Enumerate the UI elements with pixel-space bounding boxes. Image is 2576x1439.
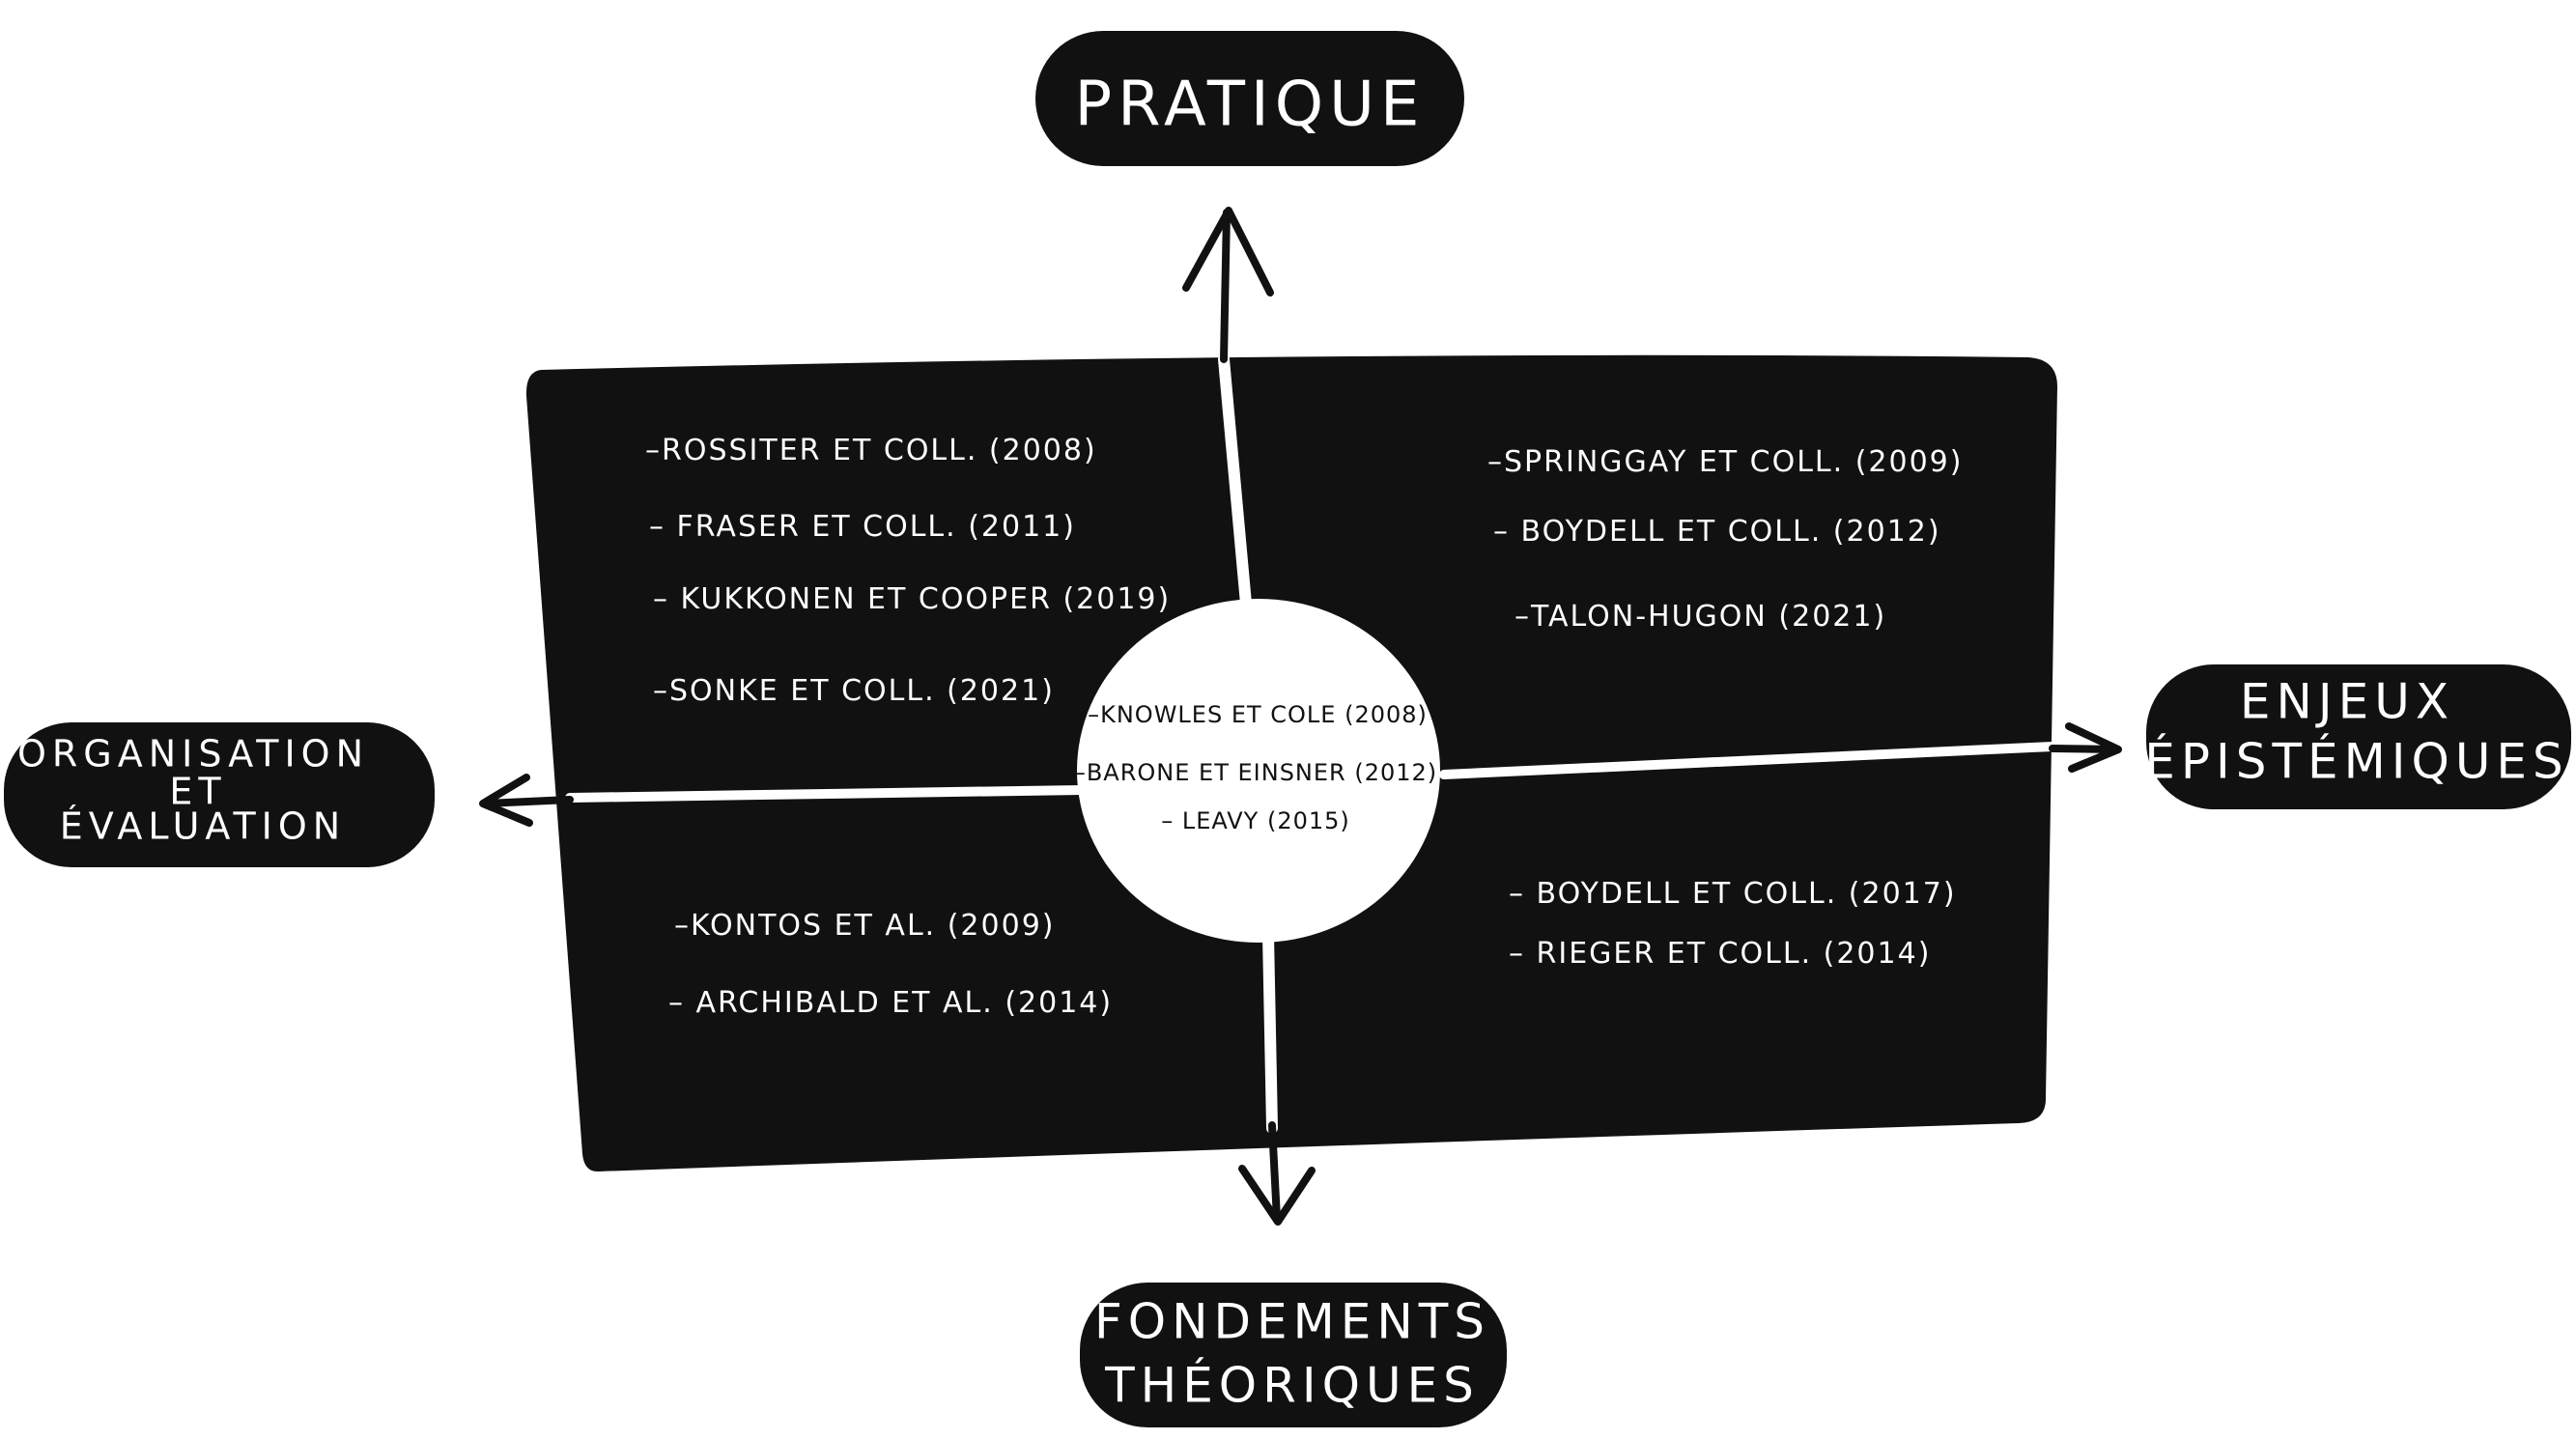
horizontal-divider-right: [1439, 742, 2057, 779]
reference-item: –KONTOS ET AL. (2009): [674, 909, 1056, 943]
quadrant-bottom-left: –KONTOS ET AL. (2009) – ARCHIBALD ET AL.…: [668, 909, 1113, 1020]
arrow-left-icon: [479, 774, 574, 827]
axis-top-label: PRATIQUE: [1075, 70, 1426, 141]
center-reference-item: –KNOWLES ET COLE (2008): [1088, 701, 1428, 728]
horizontal-divider-left: [565, 785, 1087, 803]
axis-left-label-line2: ET: [169, 771, 226, 813]
axis-bottom-label-line1: FONDEMENTS: [1094, 1294, 1490, 1350]
quadrant-bottom-right: – BOYDELL ET COLL. (2017) – RIEGER ET CO…: [1509, 877, 1957, 971]
reference-item: –TALON-HUGON (2021): [1514, 600, 1886, 634]
quadrant-top-left: –ROSSITER ET COLL. (2008) – FRASER ET CO…: [645, 434, 1171, 708]
reference-item: – ARCHIBALD ET AL. (2014): [668, 986, 1113, 1020]
center-reference-item: –BARONE ET EINSNER (2012): [1074, 759, 1437, 786]
center-references: –KNOWLES ET COLE (2008) –BARONE ET EINSN…: [1074, 701, 1437, 834]
reference-item: –SPRINGGAY ET COLL. (2009): [1487, 445, 1963, 479]
center-circle: [1077, 599, 1440, 943]
arrow-down-icon: [1238, 1121, 1316, 1226]
axis-bottom-label-line2: THÉORIQUES: [1104, 1357, 1480, 1414]
reference-item: – BOYDELL ET COLL. (2017): [1509, 877, 1957, 911]
vertical-divider-lower: [1262, 929, 1278, 1134]
reference-item: – BOYDELL ET COLL. (2012): [1493, 515, 1941, 549]
reference-item: – FRASER ET COLL. (2011): [649, 510, 1076, 544]
axis-right-label-line2: ÉPISTÉMIQUES: [2144, 733, 2569, 790]
axis-bottom-pill: FONDEMENTS THÉORIQUES: [1080, 1283, 1507, 1427]
axis-right-pill: ENJEUX ÉPISTÉMIQUES: [2144, 664, 2571, 809]
axis-left-label-line3: ÉVALUATION: [60, 805, 346, 848]
reference-item: –SONKE ET COLL. (2021): [653, 674, 1055, 708]
reference-item: – KUKKONEN ET COOPER (2019): [653, 582, 1171, 616]
axis-right-label-line1: ENJEUX: [2240, 674, 2454, 730]
vertical-divider-upper: [1218, 353, 1252, 609]
arrow-right-icon: [2049, 722, 2122, 773]
axis-left-pill: ORGANISATION ET ÉVALUATION: [4, 722, 435, 867]
axis-top-pill: PRATIQUE: [1035, 31, 1464, 166]
reference-item: – RIEGER ET COLL. (2014): [1509, 937, 1931, 971]
axis-left-label-line1: ORGANISATION: [17, 733, 369, 776]
arrow-up-icon: [1182, 207, 1274, 363]
center-reference-item: – LEAVY (2015): [1161, 807, 1350, 834]
reference-item: –ROSSITER ET COLL. (2008): [645, 434, 1097, 467]
quadrant-top-right: –SPRINGGAY ET COLL. (2009) – BOYDELL ET …: [1487, 445, 1963, 634]
